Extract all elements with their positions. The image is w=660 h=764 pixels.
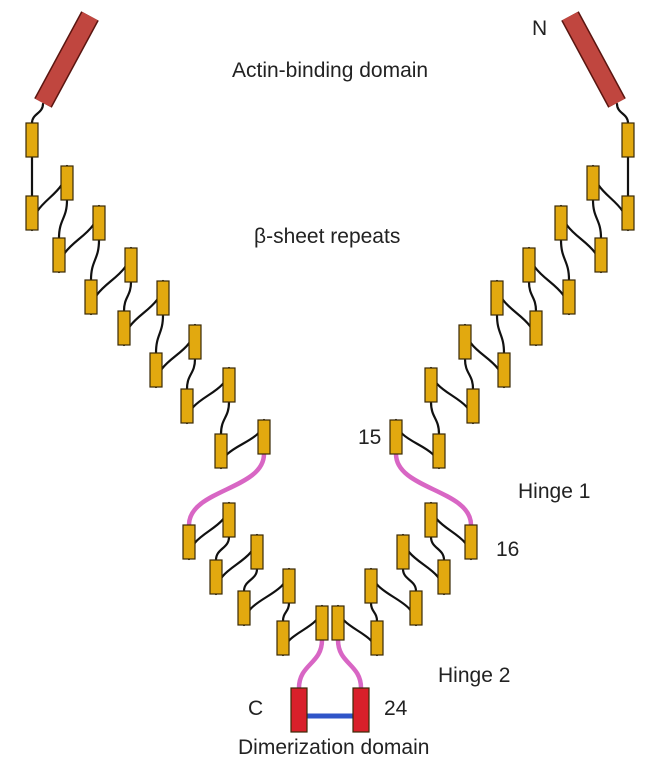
linker xyxy=(431,402,439,434)
n-terminus-label: N xyxy=(532,18,547,39)
linker xyxy=(371,569,416,625)
linker xyxy=(32,104,43,123)
repeat-16-label: 16 xyxy=(496,539,519,560)
linker xyxy=(593,200,601,238)
repeat-12-left xyxy=(181,389,193,423)
repeat-5-right xyxy=(555,206,567,240)
linker xyxy=(529,282,536,311)
repeat-2-left xyxy=(26,196,38,230)
repeat-22-right xyxy=(371,621,383,655)
repeat-9-left xyxy=(157,281,169,315)
beta-sheet-repeats-label: β-sheet repeats xyxy=(254,226,400,247)
repeat-21-left xyxy=(283,569,295,603)
repeat-23-right xyxy=(332,606,344,640)
repeat-22-left xyxy=(277,621,289,655)
linker xyxy=(124,282,131,311)
linker xyxy=(91,240,99,280)
repeat-7-right xyxy=(523,248,535,282)
dimerization-domain-label: Dimerization domain xyxy=(238,737,429,758)
actin-binding-domain-label: Actin-binding domain xyxy=(232,60,428,81)
repeat-21-right xyxy=(365,569,377,603)
linker xyxy=(156,315,163,353)
repeat-11-right xyxy=(459,325,471,359)
repeat-10-left xyxy=(150,353,162,387)
repeat-16-right xyxy=(465,525,477,559)
linkers-layer xyxy=(32,104,628,655)
linker xyxy=(403,569,416,591)
repeat-14-right xyxy=(433,434,445,468)
repeat-15-right xyxy=(390,420,402,454)
actin-binding-domain-right xyxy=(570,16,617,103)
repeat-4-right xyxy=(595,238,607,272)
repeat-16-left xyxy=(183,525,195,559)
hinges-layer xyxy=(189,454,471,688)
linker xyxy=(244,569,257,591)
linker xyxy=(59,200,67,238)
repeat-15-label: 15 xyxy=(358,427,381,448)
dimerization-domain-right xyxy=(353,688,369,732)
repeat-13-right xyxy=(425,368,437,402)
repeat-17-left xyxy=(223,503,235,537)
repeat-15-left xyxy=(258,420,270,454)
repeat-19-left xyxy=(251,535,263,569)
linker xyxy=(561,240,569,280)
repeat-6-left xyxy=(85,280,97,314)
hinge-2-label: Hinge 2 xyxy=(438,665,510,686)
repeat-18-right xyxy=(438,560,450,594)
repeat-14-left xyxy=(215,434,227,468)
linker xyxy=(244,569,289,625)
repeat-9-right xyxy=(491,281,503,315)
repeat-18-left xyxy=(210,560,222,594)
repeat-13-left xyxy=(223,368,235,402)
repeat-3-right xyxy=(587,166,599,200)
linker xyxy=(371,603,377,621)
linker xyxy=(187,359,195,389)
linker xyxy=(431,537,444,560)
hinge-2-left xyxy=(299,640,322,688)
linker xyxy=(216,537,229,560)
linker xyxy=(497,315,504,353)
repeat-2-right xyxy=(622,196,634,230)
repeat-19-right xyxy=(397,535,409,569)
repeat-4-left xyxy=(53,238,65,272)
hinge-2-right xyxy=(338,640,361,688)
repeat-6-right xyxy=(563,280,575,314)
repeat-1-right xyxy=(622,123,634,157)
repeat-3-left xyxy=(61,166,73,200)
linker xyxy=(465,359,473,389)
c-terminus-label: C xyxy=(248,698,263,719)
repeat-24-label: 24 xyxy=(384,698,407,719)
repeat-1-left xyxy=(26,123,38,157)
repeat-20-left xyxy=(238,591,250,625)
linker xyxy=(283,603,289,621)
linker xyxy=(617,104,628,123)
repeat-20-right xyxy=(410,591,422,625)
repeat-11-left xyxy=(189,325,201,359)
repeat-8-left xyxy=(118,311,130,345)
domains-layer xyxy=(26,16,634,732)
actin-binding-domain-left xyxy=(43,16,90,103)
dimerization-domain-left xyxy=(291,688,307,732)
repeat-8-right xyxy=(530,311,542,345)
repeat-5-left xyxy=(93,206,105,240)
repeat-23-left xyxy=(316,606,328,640)
linker xyxy=(221,402,229,434)
repeat-12-right xyxy=(467,389,479,423)
repeat-17-right xyxy=(425,503,437,537)
repeat-7-left xyxy=(125,248,137,282)
repeat-10-right xyxy=(498,353,510,387)
hinge-1-label: Hinge 1 xyxy=(518,481,590,502)
